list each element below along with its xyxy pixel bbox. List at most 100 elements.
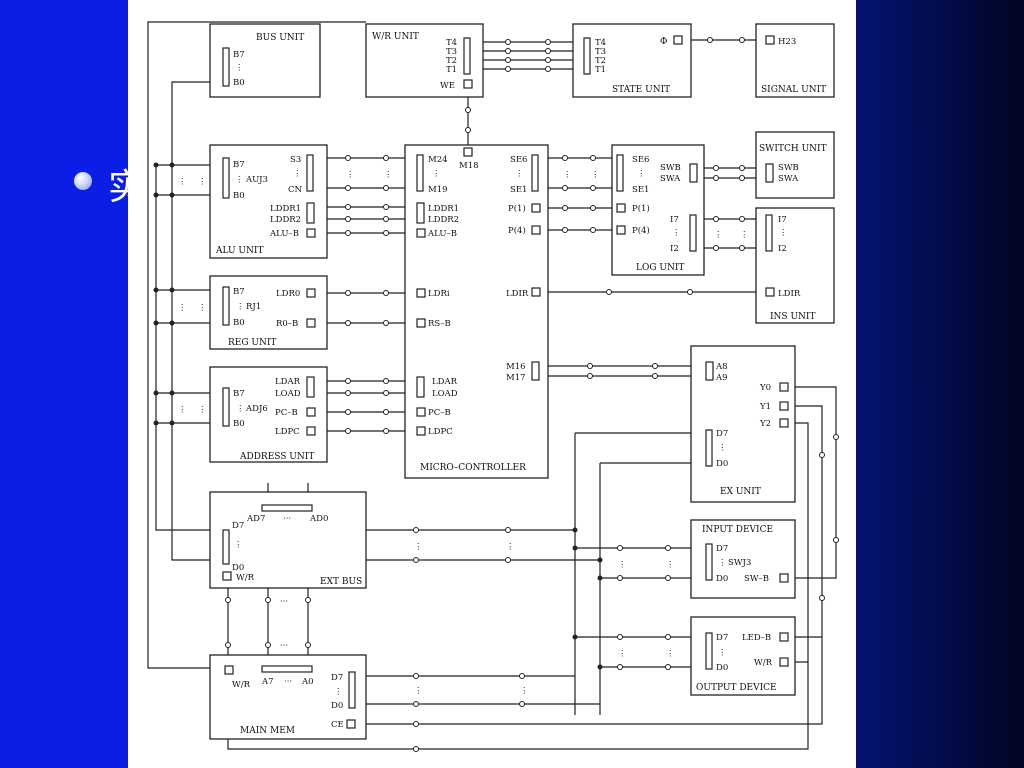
- left-bus-dots-reg-1: ⋮: [178, 303, 187, 313]
- extbus-title: EXT BUS: [320, 577, 362, 587]
- mem-ce-label: CE: [331, 720, 344, 730]
- wr-we-label: WE: [440, 81, 455, 91]
- log-se6-label: SE6: [632, 155, 649, 165]
- input-chip-label: SWJ3: [728, 558, 751, 568]
- ex-a9-label: A9: [715, 373, 728, 383]
- reg-r0b-label: R0–B: [276, 319, 298, 329]
- left-bus-dots-addr-2: ⋮: [198, 405, 207, 415]
- output-d7-label: D7: [716, 633, 728, 643]
- mem-wr-label: W/R: [232, 680, 251, 690]
- log-i2-label: I2: [670, 244, 679, 254]
- input-d0-label: D0: [716, 574, 728, 584]
- log-unit-title: LOG UNIT: [636, 263, 684, 273]
- log-swb-label: SWB: [660, 163, 681, 173]
- mc-m24-label: M24: [428, 155, 448, 165]
- mc-log-dots-2: ⋮: [591, 170, 600, 180]
- switch-unit-title: SWITCH UNIT: [759, 144, 827, 154]
- mc-ldir-label: LDIR: [506, 289, 529, 299]
- mc-ldpc-label: LDPC: [428, 427, 453, 437]
- input-d7-label: D7: [716, 544, 728, 554]
- alu-unit-title: ALU UNIT: [215, 246, 263, 256]
- output-ledb-label: LED–B: [742, 633, 771, 643]
- ex-unit-title: EX UNIT: [720, 487, 761, 497]
- state-t1-label: T1: [595, 65, 606, 75]
- mc-m19-label: M19: [428, 185, 448, 195]
- log-swa-label: SWA: [660, 174, 681, 184]
- log-dots: ⋮: [637, 169, 646, 179]
- reg-b0-label: B0: [233, 318, 245, 328]
- input-dots-line1: ⋮: [618, 560, 627, 570]
- switch-swb-label: SWB: [778, 163, 799, 173]
- mc-pcb-label: PC–B: [428, 408, 451, 418]
- input-dots-line2: ⋮: [666, 560, 675, 570]
- ins-i7-label: I7: [778, 215, 787, 225]
- output-dots-line1: ⋮: [618, 649, 627, 659]
- mc-ldri-label: LDRi: [428, 289, 450, 299]
- address-ldar-label: LDAR: [275, 377, 301, 387]
- wr-unit-title: W/R UNIT: [372, 32, 419, 42]
- address-ldpc-label: LDPC: [275, 427, 300, 437]
- wr-t1-label: T1: [446, 65, 457, 75]
- mem-d0-label: D0: [331, 701, 343, 711]
- micro-controller-box: [404, 144, 549, 479]
- mc-p1-label: P(1): [508, 203, 526, 214]
- left-bus-dots-addr-1: ⋮: [178, 405, 187, 415]
- mc-lddr1-label: LDDR1: [428, 204, 459, 214]
- alu-chip-label: AUJ3: [245, 175, 268, 185]
- ex-y0-label: Y0: [759, 383, 771, 393]
- micro-controller-title: MICRO–CONTROLLER: [420, 463, 526, 473]
- extbus-dots: ⋮: [234, 540, 243, 550]
- log-p4-label: P(4): [632, 225, 650, 236]
- bullet-icon: [74, 172, 92, 190]
- alu-dots-right: ⋮: [293, 169, 302, 179]
- output-dots-line2: ⋮: [666, 649, 675, 659]
- output-device-title: OUTPUT DEVICE: [696, 683, 777, 693]
- output-d0-label: D0: [716, 663, 728, 673]
- ex-a8-label: A8: [715, 362, 728, 372]
- output-device-box: [690, 616, 796, 696]
- state-unit-title: STATE UNIT: [612, 85, 670, 95]
- state-phi-label: Φ: [660, 37, 667, 47]
- left-bus-dots-alu-1: ⋮: [178, 177, 187, 187]
- reg-chip-label: RJ1: [246, 302, 261, 312]
- log-ins-dots-1: ⋮: [714, 230, 723, 240]
- switch-swa-label: SWA: [778, 174, 799, 184]
- log-unit-box: [611, 144, 705, 276]
- main-mem-title: MAIN MEM: [240, 726, 295, 736]
- mc-se6-label: SE6: [510, 155, 527, 165]
- state-t4-label: T4: [595, 38, 606, 48]
- state-t3-label: T3: [595, 47, 606, 57]
- address-unit-title: ADDRESS UNIT: [239, 452, 314, 462]
- left-bus-dots-alu-2: ⋮: [198, 177, 207, 187]
- mc-lddr2-label: LDDR2: [428, 215, 459, 225]
- state-t2-label: T2: [595, 56, 606, 66]
- extbus-hdots-mid1: ···: [280, 597, 288, 607]
- wr-t2-label: T2: [446, 56, 457, 66]
- state-unit-box: [572, 23, 692, 98]
- reg-unit-title: REG UNIT: [228, 338, 276, 348]
- signal-unit-title: SIGNAL UNIT: [761, 85, 826, 95]
- mem-hdots: ···: [284, 677, 292, 687]
- extbus-hdots-mid2: ···: [280, 641, 288, 651]
- reg-b7-label: B7: [233, 287, 245, 297]
- bus-b7-label: B7: [233, 50, 245, 60]
- alu-lddr2-label: LDDR2: [270, 215, 301, 225]
- ex-dots: ⋮: [718, 443, 727, 453]
- alu-alub-label: ALU–B: [269, 229, 299, 239]
- mem-dots: ⋮: [334, 687, 343, 697]
- wr-t3-label: T3: [446, 47, 457, 57]
- ex-d0-label: D0: [716, 459, 728, 469]
- input-dots: ⋮: [718, 558, 727, 568]
- wr-t4-label: T4: [446, 38, 457, 48]
- address-b7-label: B7: [233, 389, 245, 399]
- mc-alub-label: ALU–B: [427, 229, 457, 239]
- address-dots: ⋮: [236, 404, 245, 414]
- extbus-dots-line1: ⋮: [414, 542, 423, 552]
- ex-y2-label: Y2: [759, 419, 771, 429]
- mc-m16-label: M16: [506, 362, 526, 372]
- alu-b7-label: B7: [233, 160, 245, 170]
- mc-ldar-label: LDAR: [432, 377, 458, 387]
- alu-s3-label: S3: [290, 155, 301, 165]
- mc-dots-left: ⋮: [432, 169, 441, 179]
